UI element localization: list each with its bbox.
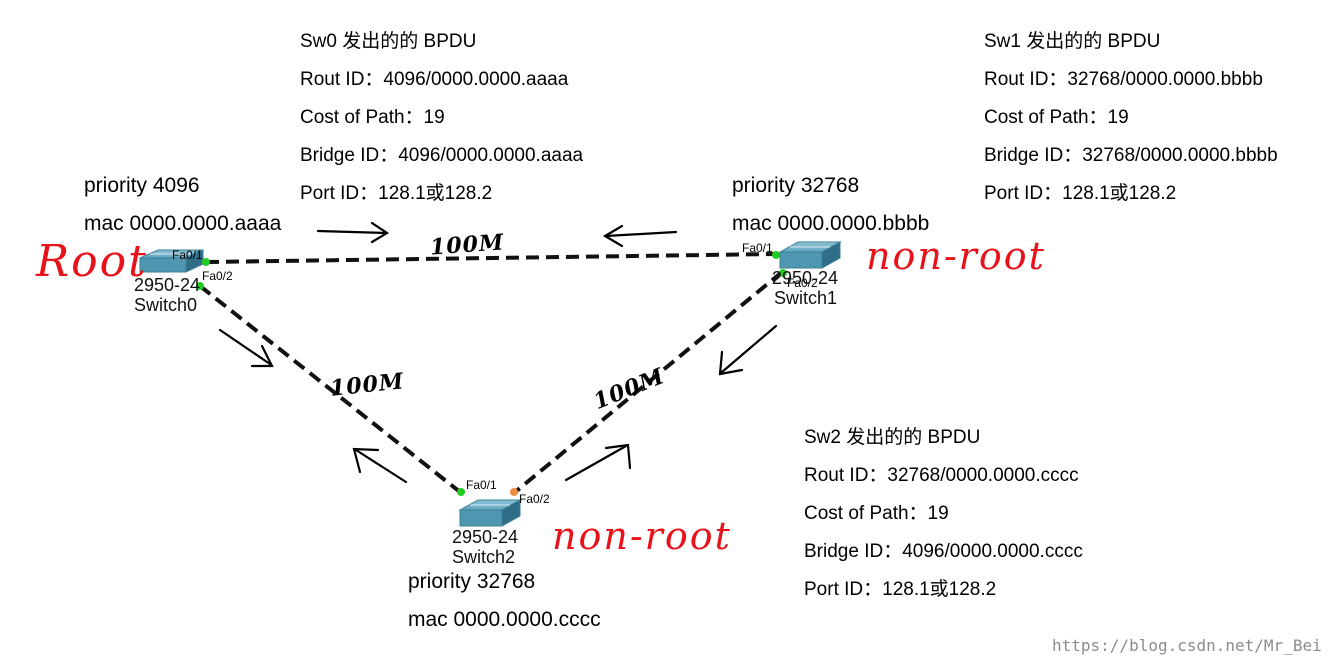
sw2-bpdu-title: Sw2 发出的的 BPDU [804,427,981,448]
switch1-mac: mac 0000.0000.bbbb [732,212,930,235]
link-sw1-sw2 [512,270,784,495]
switch0-port1-status [202,258,210,266]
sw2-bpdu-rout-id: Rout ID：32768/0000.0000.cccc [804,465,1079,486]
arrow-sw2-to-sw0 [352,447,408,484]
sw1-bpdu-cost: Cost of Path：19 [984,107,1129,128]
switch2-mac: mac 0000.0000.cccc [408,608,601,631]
sw2-bpdu-cost: Cost of Path：19 [804,503,949,524]
sw1-bpdu-bridge-id: Bridge ID：32768/0000.0000.bbbb [984,145,1278,166]
sw0-bpdu-rout-id: Rout ID：4096/0000.0000.aaaa [300,69,569,90]
switch1-icon[interactable] [778,241,842,269]
switch1-model: 2950-24 [772,268,839,288]
switch1-role-annotation: non-root [866,234,1046,278]
switch1-port2-label: Fa0/2 [787,276,818,290]
switch2-port2-label: Fa0/2 [519,492,550,506]
sw0-bpdu-title: Sw0 发出的的 BPDU [300,31,477,52]
sw2-bpdu-port-id: Port ID：128.1或128.2 [804,579,997,600]
sw0-bpdu-port-id: Port ID：128.1或128.2 [300,183,493,204]
switch2-port1-status [457,488,465,496]
switch1-priority: priority 32768 [732,174,860,197]
switch2-priority: priority 32768 [408,570,536,593]
sw1-bpdu-port-id: Port ID：128.1或128.2 [984,183,1177,204]
switch0-port2-status [196,282,204,290]
switch2-name[interactable]: Switch2 [452,547,516,567]
switch2-port2-status [510,488,518,496]
switch1-port1-status [772,251,780,259]
switch2-role-annotation: non-root [552,514,732,558]
switch0-port1-label: Fa0/1 [172,248,203,262]
sw1-bpdu-rout-id: Rout ID：32768/0000.0000.bbbb [984,69,1263,90]
arrow-sw1-to-sw2 [718,324,778,376]
switch0-name[interactable]: Switch0 [134,295,198,315]
arrow-sw0-to-sw1 [316,221,390,244]
link-sw0-sw1 [205,252,777,264]
switch2-icon[interactable] [458,499,522,527]
switch0-mac: mac 0000.0000.aaaa [84,212,282,235]
switch1-port1-label: Fa0/1 [742,241,773,255]
switch2-model: 2950-24 [452,527,519,547]
switch0-port2-label: Fa0/2 [202,269,233,283]
switch1-name[interactable]: Switch1 [774,288,838,308]
arrow-sw0-to-sw2 [218,328,274,368]
sw2-bpdu-bridge-id: Bridge ID：4096/0000.0000.cccc [804,541,1083,562]
switch0-model: 2950-24 [134,275,201,295]
switch0-role-annotation: Root [36,236,148,287]
switch0-icon[interactable] [139,249,204,273]
sw1-bpdu-title: Sw1 发出的的 BPDU [984,31,1161,52]
switch2-port1-label: Fa0/1 [466,478,497,492]
sw0-bpdu-cost: Cost of Path：19 [300,107,445,128]
link-sw0-sw2 [198,284,462,494]
link-sw0-sw1-speed: 100M [429,229,506,261]
arrow-sw1-to-sw0 [602,224,678,248]
arrow-sw2-to-sw1 [564,443,632,482]
watermark-url: https://blog.csdn.net/Mr_Bei [1052,636,1322,655]
switch1-port2-status [779,269,787,277]
sw0-bpdu-bridge-id: Bridge ID：4096/0000.0000.aaaa [300,145,584,166]
switch0-priority: priority 4096 [84,174,200,197]
